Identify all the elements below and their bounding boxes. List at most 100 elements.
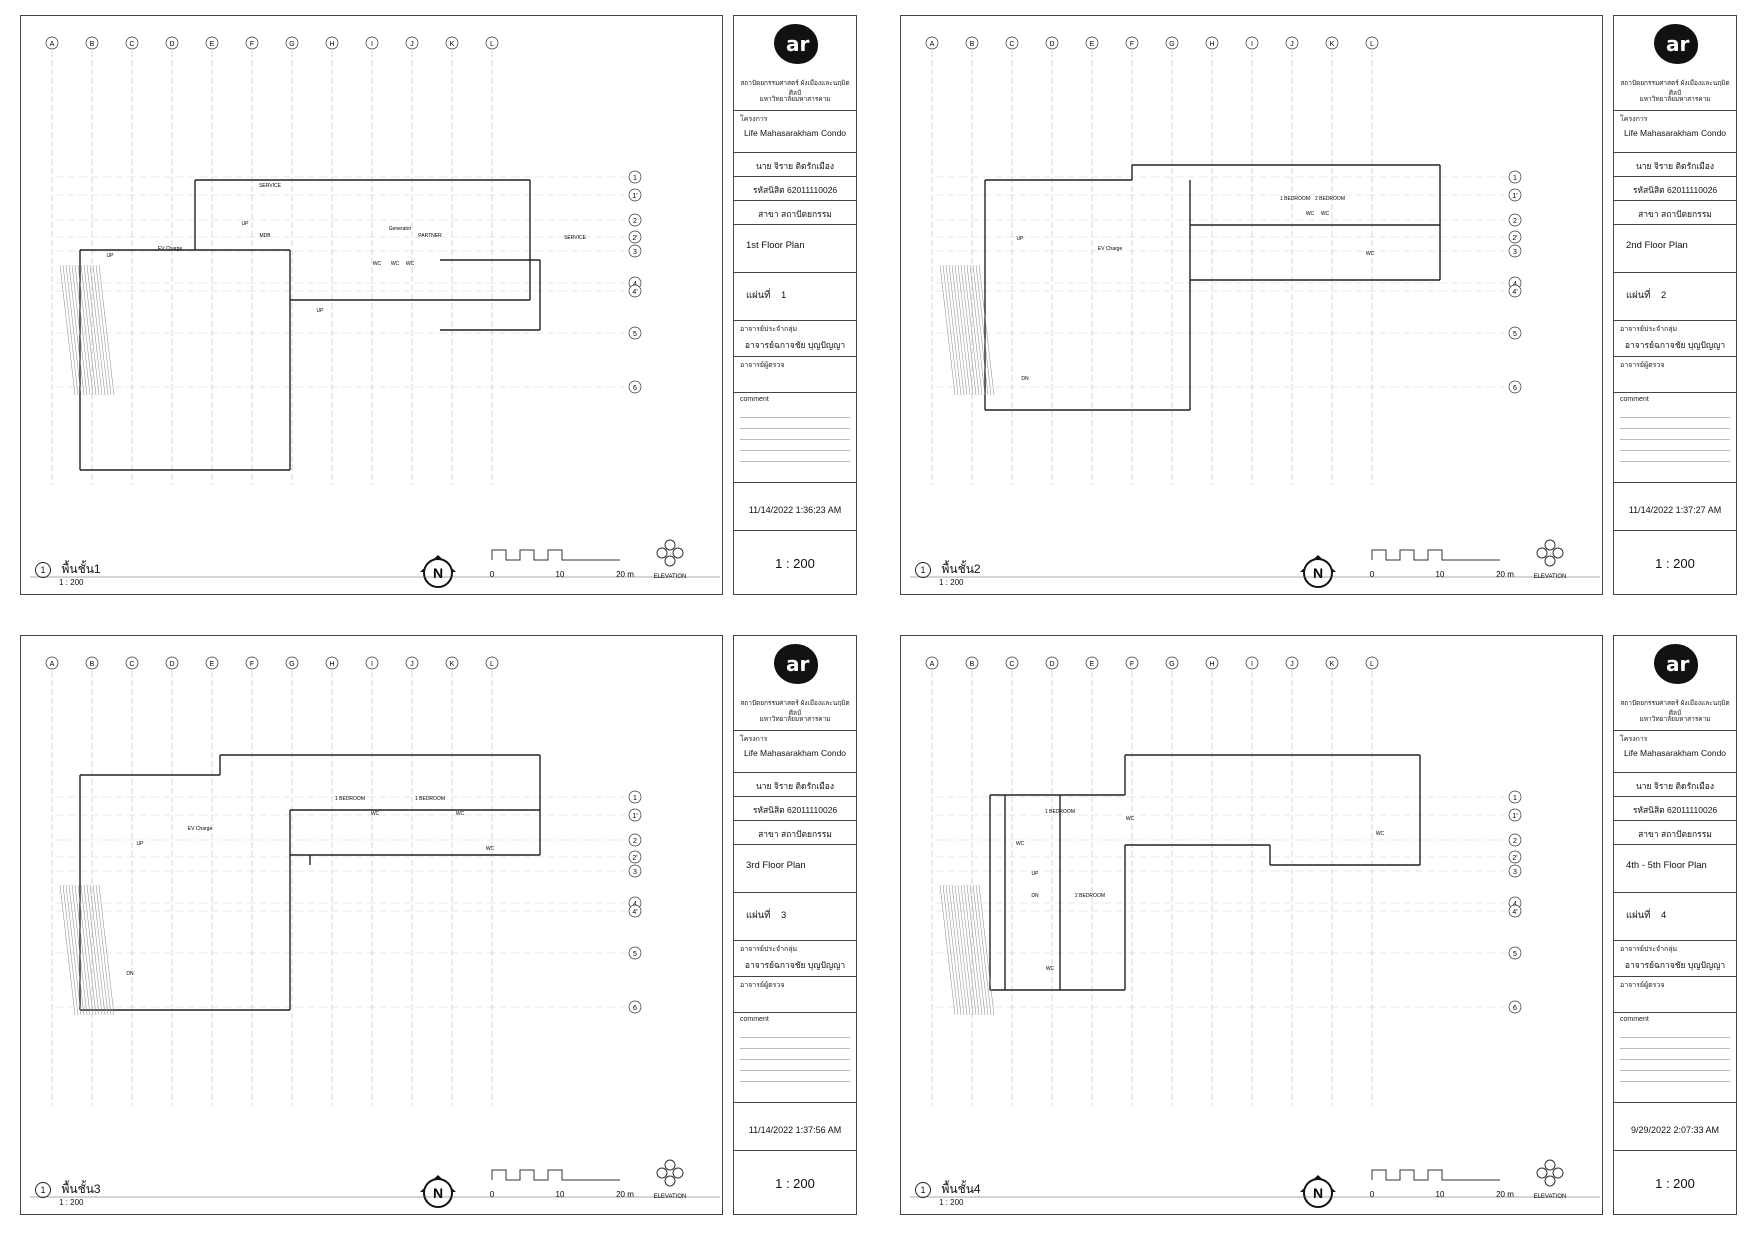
grid-letter: K	[1330, 41, 1335, 48]
grid-number: 3	[633, 249, 637, 256]
university-name: มหาวิทยาลัยมหาสารคาม	[1639, 716, 1711, 723]
building-outline	[939, 164, 1441, 411]
plan-frame	[900, 15, 1603, 595]
major: สาขา สถาปัตยกรรม	[1638, 829, 1712, 839]
grid-letter: C	[1009, 41, 1014, 48]
room-label: WC	[1016, 841, 1025, 847]
grid-number: 5	[633, 951, 637, 958]
room-label: EV Charge	[1098, 246, 1123, 252]
grid-bubble	[925, 656, 939, 670]
plan-number: 1	[35, 1181, 51, 1198]
grid-letter: C	[129, 41, 134, 48]
examiner-label: อาจารย์ผู้ตรวจ	[1620, 362, 1665, 369]
grid-number: 2	[1513, 838, 1517, 845]
comment-label: comment	[740, 1016, 769, 1023]
grid-number: 2'	[1512, 855, 1517, 862]
grid-bubble	[85, 656, 99, 670]
comment-label: comment	[1620, 1016, 1649, 1023]
school-name: สถาปัตยกรรมศาสตร์ ผังเมืองและนฤมิตศิลป์	[1620, 80, 1730, 97]
sheet-name-cell: 1st Floor Plan	[734, 225, 856, 273]
plan-title: พื้นชั้น2	[941, 562, 981, 576]
scale-bar-0: 0	[1370, 570, 1375, 579]
room-label: EV Charge	[158, 246, 183, 252]
room-label: UP	[137, 841, 145, 847]
major: สาขา สถาปัตยกรรม	[758, 829, 832, 839]
room-label: MDB	[259, 233, 271, 239]
grid-number: 4	[633, 281, 637, 288]
room-label: WC	[1126, 816, 1135, 822]
grid-letter: K	[1330, 661, 1335, 668]
grid-bubble	[1245, 656, 1259, 670]
advisor-cell: อาจารย์ประจำกลุ่ม อาจารย์ฉกาจชัย บุญปัญญ…	[1614, 321, 1736, 357]
examiner-cell: อาจารย์ผู้ตรวจ	[734, 357, 856, 393]
plan-title-block: 1 พื้นชั้น2 1 : 200	[915, 560, 981, 587]
scale-bar-20: 20 m	[616, 1190, 634, 1199]
grid-bubble	[1005, 36, 1019, 50]
grid-bubble	[1508, 284, 1522, 298]
room-label: UP	[317, 308, 325, 314]
student-id-cell: รหัสนิสิต 62011110026	[1614, 797, 1736, 821]
grid-number: 4'	[1512, 909, 1517, 916]
sheet-name: 2nd Floor Plan	[1626, 240, 1688, 251]
north-label: N	[1313, 565, 1323, 581]
sheet-number-line: แผ่นที่ 1	[740, 288, 850, 303]
scale-bar-0: 0	[1370, 1190, 1375, 1199]
print-date: 11/14/2022 1:37:27 AM	[1614, 483, 1736, 531]
grid-bubble	[1045, 36, 1059, 50]
advisor-name: อาจารย์ฉกาจชัย บุญปัญญา	[1624, 960, 1726, 970]
grid-letter: B	[970, 41, 975, 48]
grid-letter: G	[289, 41, 294, 48]
grid-letter: I	[1251, 661, 1253, 668]
grid-bubble	[85, 36, 99, 50]
sheet-name: 1st Floor Plan	[746, 240, 805, 251]
school-name: สถาปัตยกรรมศาสตร์ ผังเมืองและนฤมิตศิลป์	[740, 80, 850, 97]
grid-bubble	[1508, 790, 1522, 804]
title-block: ar สถาปัตยกรรมศาสตร์ ผังเมืองและนฤมิตศิล…	[1613, 15, 1737, 595]
room-label: UP	[1032, 871, 1040, 877]
advisor-label: อาจารย์ประจำกลุ่ม	[740, 326, 798, 333]
advisor-name: อาจารย์ฉกาจชัย บุญปัญญา	[744, 340, 846, 350]
school-cell: ar สถาปัตยกรรมศาสตร์ ผังเมืองและนฤมิตศิล…	[734, 636, 856, 731]
grid-letter: F	[1130, 661, 1134, 668]
title-block: ar สถาปัตยกรรมศาสตร์ ผังเมืองและนฤมิตศิล…	[733, 15, 857, 595]
student-id: รหัสนิสิต 62011110026	[1632, 805, 1718, 815]
grid-number: 5	[633, 331, 637, 338]
examiner-label: อาจารย์ผู้ตรวจ	[1620, 982, 1665, 989]
plan-title-block: 1 พื้นชั้น4 1 : 200	[915, 1180, 981, 1207]
scale-bar: 0 10 20 m	[490, 549, 634, 579]
sheet-number: 1	[781, 290, 787, 301]
grid-bubble	[205, 656, 219, 670]
grid-bubble	[628, 850, 642, 864]
grid-bubble	[628, 833, 642, 847]
major-cell: สาขา สถาปัตยกรรม	[734, 201, 856, 225]
elevation-key: ELEVATION	[1534, 1159, 1566, 1200]
grid-bubble	[1285, 36, 1299, 50]
scale-bar-20: 20 m	[1496, 1190, 1514, 1199]
advisor-cell: อาจารย์ประจำกลุ่ม อาจารย์ฉกาจชัย บุญปัญญ…	[1614, 941, 1736, 977]
grid-bubble	[325, 656, 339, 670]
grid-number: 3	[633, 869, 637, 876]
scale-bar-20: 20 m	[1496, 570, 1514, 579]
scale-bar-10: 10	[556, 1190, 565, 1199]
grid-letter: E	[1090, 41, 1095, 48]
examiner-cell: อาจารย์ผู้ตรวจ	[1614, 357, 1736, 393]
grid-letter: G	[289, 661, 294, 668]
sheet-name-cell: 2nd Floor Plan	[1614, 225, 1736, 273]
plan-scale: 1 : 200	[939, 1198, 964, 1207]
grid-bubble	[45, 36, 59, 50]
grid-bubble	[1125, 36, 1139, 50]
grid-number: 2	[1513, 218, 1517, 225]
sheet-number-label: แผ่นที่	[1626, 290, 1651, 301]
grid-letter: D	[169, 41, 174, 48]
grid-letter: B	[90, 41, 95, 48]
project-cell: โครงการ Life Mahasarakham Condo	[1614, 111, 1736, 153]
grid-axis-numbers: 11'22'344'56	[55, 790, 642, 1014]
grid-number: 1'	[632, 813, 637, 820]
north-arrow: N	[1300, 1175, 1336, 1208]
grid-letter: J	[1290, 41, 1294, 48]
room-label: UP	[1017, 236, 1025, 242]
grid-letter: I	[371, 41, 373, 48]
room-label: PARTNER	[418, 233, 442, 239]
